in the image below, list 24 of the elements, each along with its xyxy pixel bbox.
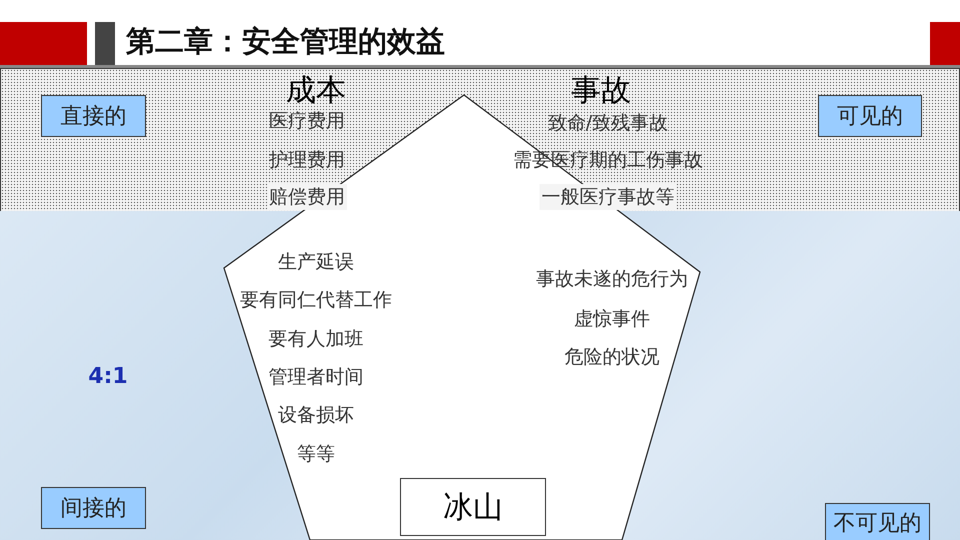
ratio-label: 4:1 (88, 364, 128, 389)
column-heading: 事故 (571, 72, 631, 110)
list-item: 虚惊事件 (574, 307, 650, 332)
list-item: 危险的状况 (564, 345, 660, 370)
label-box: 不可见的 (825, 503, 930, 540)
list-item: 一般医疗事故等 (540, 184, 676, 210)
label-box: 间接的 (41, 487, 146, 529)
column-heading: 成本 (286, 72, 346, 110)
title-box: 冰山 (400, 478, 546, 536)
list-item: 事故未遂的危行为 (536, 267, 688, 292)
list-item: 要有同仁代替工作 (240, 288, 392, 313)
list-item: 护理费用 (269, 148, 345, 173)
list-item: 致命/致残事故 (548, 111, 668, 136)
list-item: 等等 (297, 442, 335, 467)
list-item: 需要医疗期的工伤事故 (513, 148, 703, 173)
label-box: 直接的 (41, 95, 146, 137)
list-item: 管理者时间 (268, 365, 364, 390)
list-item: 医疗费用 (269, 109, 345, 134)
list-item: 设备损坏 (278, 403, 354, 428)
list-item: 要有人加班 (268, 327, 364, 352)
list-item: 赔偿费用 (267, 184, 347, 210)
title: 第二章：安全管理的效益 (126, 23, 445, 60)
label-box: 可见的 (818, 95, 922, 137)
list-item: 生产延误 (278, 250, 354, 275)
